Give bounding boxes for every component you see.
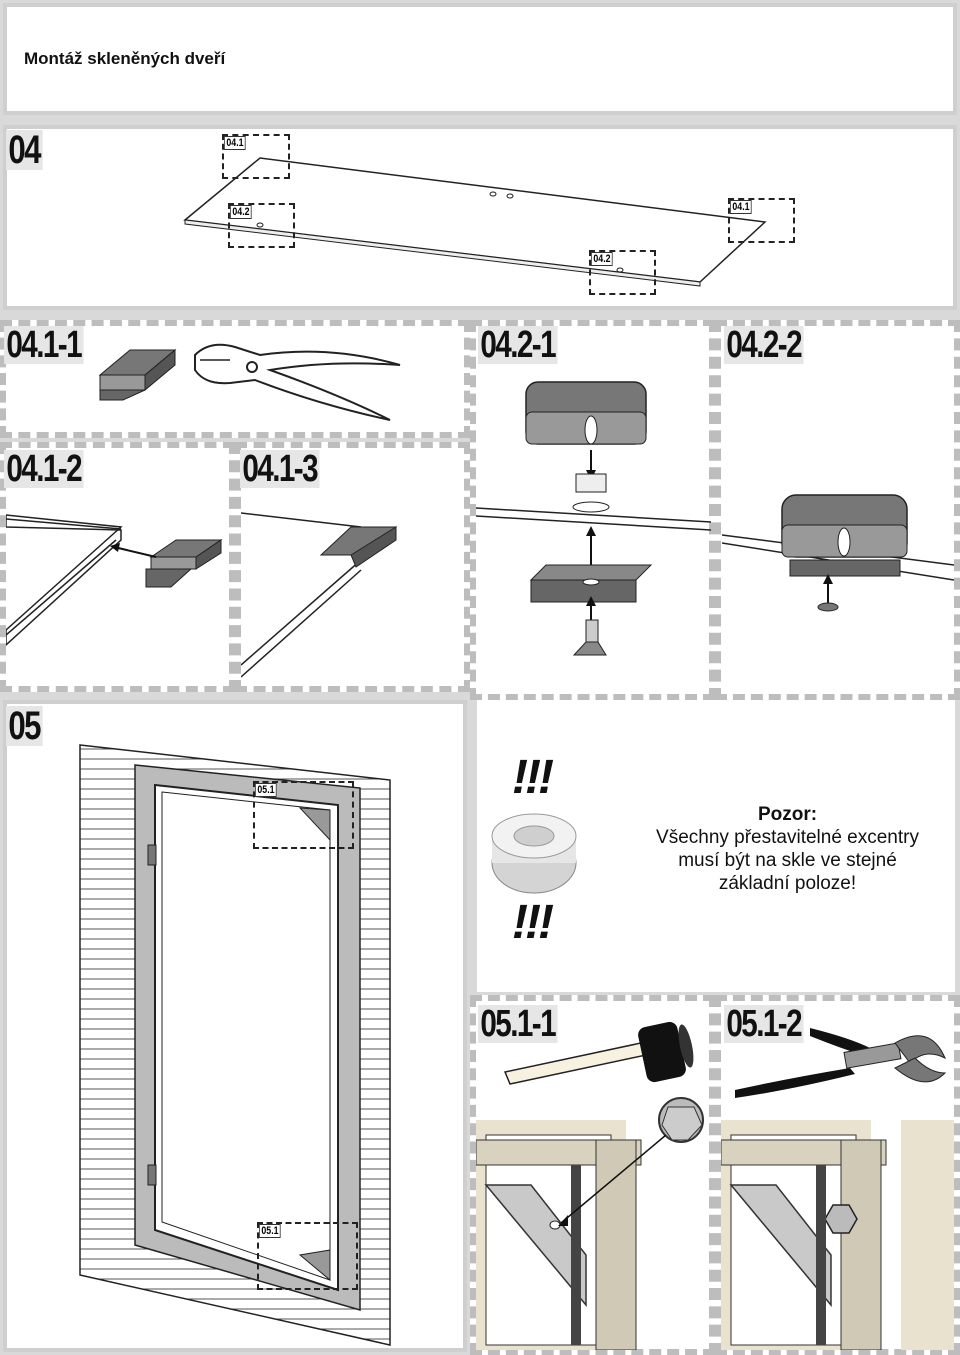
callout-tag-04-1-top: 04.1: [224, 136, 246, 150]
step-04-2-1-label: 04.2-1: [478, 326, 558, 364]
warning-marks-top: !!!: [512, 751, 554, 804]
warning-marks-bottom: !!!: [512, 896, 554, 949]
callout-box-04-1-right: [728, 198, 795, 243]
callout-tag-05-1-top: 05.1: [255, 783, 277, 797]
callout-tag-04-2-right: 04.2: [591, 252, 613, 266]
frame-corner-bolted-illustration: [721, 1120, 954, 1350]
glass-edge-with-stop-illustration: [6, 514, 223, 647]
step-04-1-3-label: 04.1-3: [240, 450, 320, 488]
page-title: Montáž skleněných dveří: [24, 49, 226, 68]
eccentric-ring-icon: [491, 813, 577, 894]
glass-stop-block-icon: [98, 348, 177, 401]
mallet-icon: [503, 1021, 694, 1085]
callout-tag-04-2-left: 04.2: [230, 205, 252, 219]
callout-tag-05-1-bottom: 05.1: [259, 1224, 281, 1238]
warning-text: Pozor: Všechny přestavitelné excentry mu…: [620, 803, 955, 895]
callout-tag-04-1-right: 04.1: [730, 200, 752, 214]
step-05-1-1-label: 05.1-1: [478, 1005, 558, 1043]
header-panel: [3, 3, 957, 115]
warning-line-1: Všechny přestavitelné excentry: [656, 827, 919, 848]
water-pump-pliers-icon: [735, 1028, 947, 1098]
callout-box-04-1-top: [222, 134, 290, 179]
callout-box-05-1-bottom: [257, 1222, 358, 1290]
eccentric-hinge-assembled-illustration: [722, 494, 954, 612]
pliers-icon: [194, 343, 401, 421]
callout-box-05-1-top: [253, 781, 354, 849]
step-05-label: 05: [6, 706, 43, 746]
door-in-wall-illustration: [79, 744, 391, 1346]
callout-box-04-2-right: [589, 250, 656, 295]
step-05-1-2-label: 05.1-2: [724, 1005, 804, 1043]
warning-line-2: musí být na skle ve stejné: [678, 850, 897, 871]
frame-corner-bolt-illustration: [476, 1097, 704, 1350]
step-04-1-1-label: 04.1-1: [4, 326, 84, 364]
eccentric-hinge-explode-illustration: [476, 381, 711, 656]
warning-line-3: základní poloze!: [718, 873, 857, 894]
step-04-2-2-label: 04.2-2: [724, 326, 804, 364]
glass-edge-fitted-stop-illustration: [241, 512, 398, 678]
callout-box-04-2-left: [228, 203, 295, 248]
warning-title: Pozor:: [757, 804, 818, 825]
step-04-label: 04: [6, 130, 43, 170]
step-04-1-2-label: 04.1-2: [4, 450, 84, 488]
